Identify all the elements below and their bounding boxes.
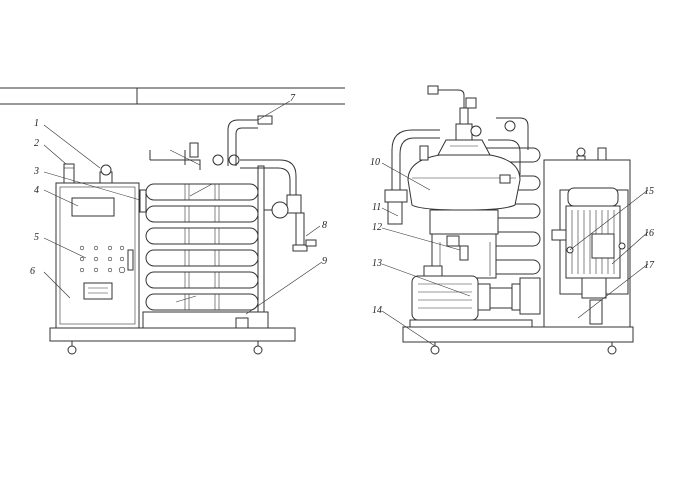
callout-4: 4	[34, 185, 39, 196]
callout-17: 17	[644, 260, 655, 271]
top-gauge	[100, 164, 112, 176]
separator-piping	[384, 117, 529, 225]
callout-14: 14	[372, 305, 382, 316]
left-outlet-pipe	[264, 201, 317, 252]
right-wheels	[430, 342, 617, 355]
touch-screen	[71, 197, 115, 217]
callout-9: 9	[322, 256, 327, 267]
horizontal-motor	[409, 265, 541, 328]
callout-11: 11	[372, 202, 381, 213]
left-unit	[49, 115, 317, 355]
cabinet-buttons	[79, 245, 126, 274]
cabinet-handle	[127, 249, 134, 271]
callout-1: 1	[34, 118, 39, 129]
callout-7: 7	[290, 93, 296, 104]
callout-15: 15	[644, 186, 654, 197]
reference-lines	[0, 87, 345, 105]
vertical-motor	[565, 187, 626, 299]
callout-16: 16	[644, 228, 654, 239]
separator-pedestal	[429, 209, 499, 279]
right-unit	[384, 85, 634, 355]
heater-tube-bank	[139, 165, 265, 317]
callout-labels: 1 2 3 4 5 6 7 8 9 10 11 12 13 14 15 16 1…	[30, 93, 655, 316]
callout-12: 12	[372, 222, 382, 233]
left-wheels	[67, 341, 263, 355]
separator-bowl	[407, 85, 521, 211]
callout-10: 10	[370, 157, 380, 168]
callout-5: 5	[34, 232, 39, 243]
leader-lines	[43, 100, 649, 347]
callout-3: 3	[33, 166, 39, 177]
bank-support	[142, 311, 269, 329]
right-base-frame	[402, 326, 634, 343]
callout-2: 2	[34, 138, 39, 149]
left-top-filter	[63, 163, 75, 184]
callout-6: 6	[30, 266, 35, 277]
callout-8: 8	[322, 220, 327, 231]
left-base-frame	[49, 327, 296, 342]
nameplate	[83, 282, 113, 300]
callout-13: 13	[372, 258, 382, 269]
left-diagonal-pipe	[169, 149, 201, 166]
